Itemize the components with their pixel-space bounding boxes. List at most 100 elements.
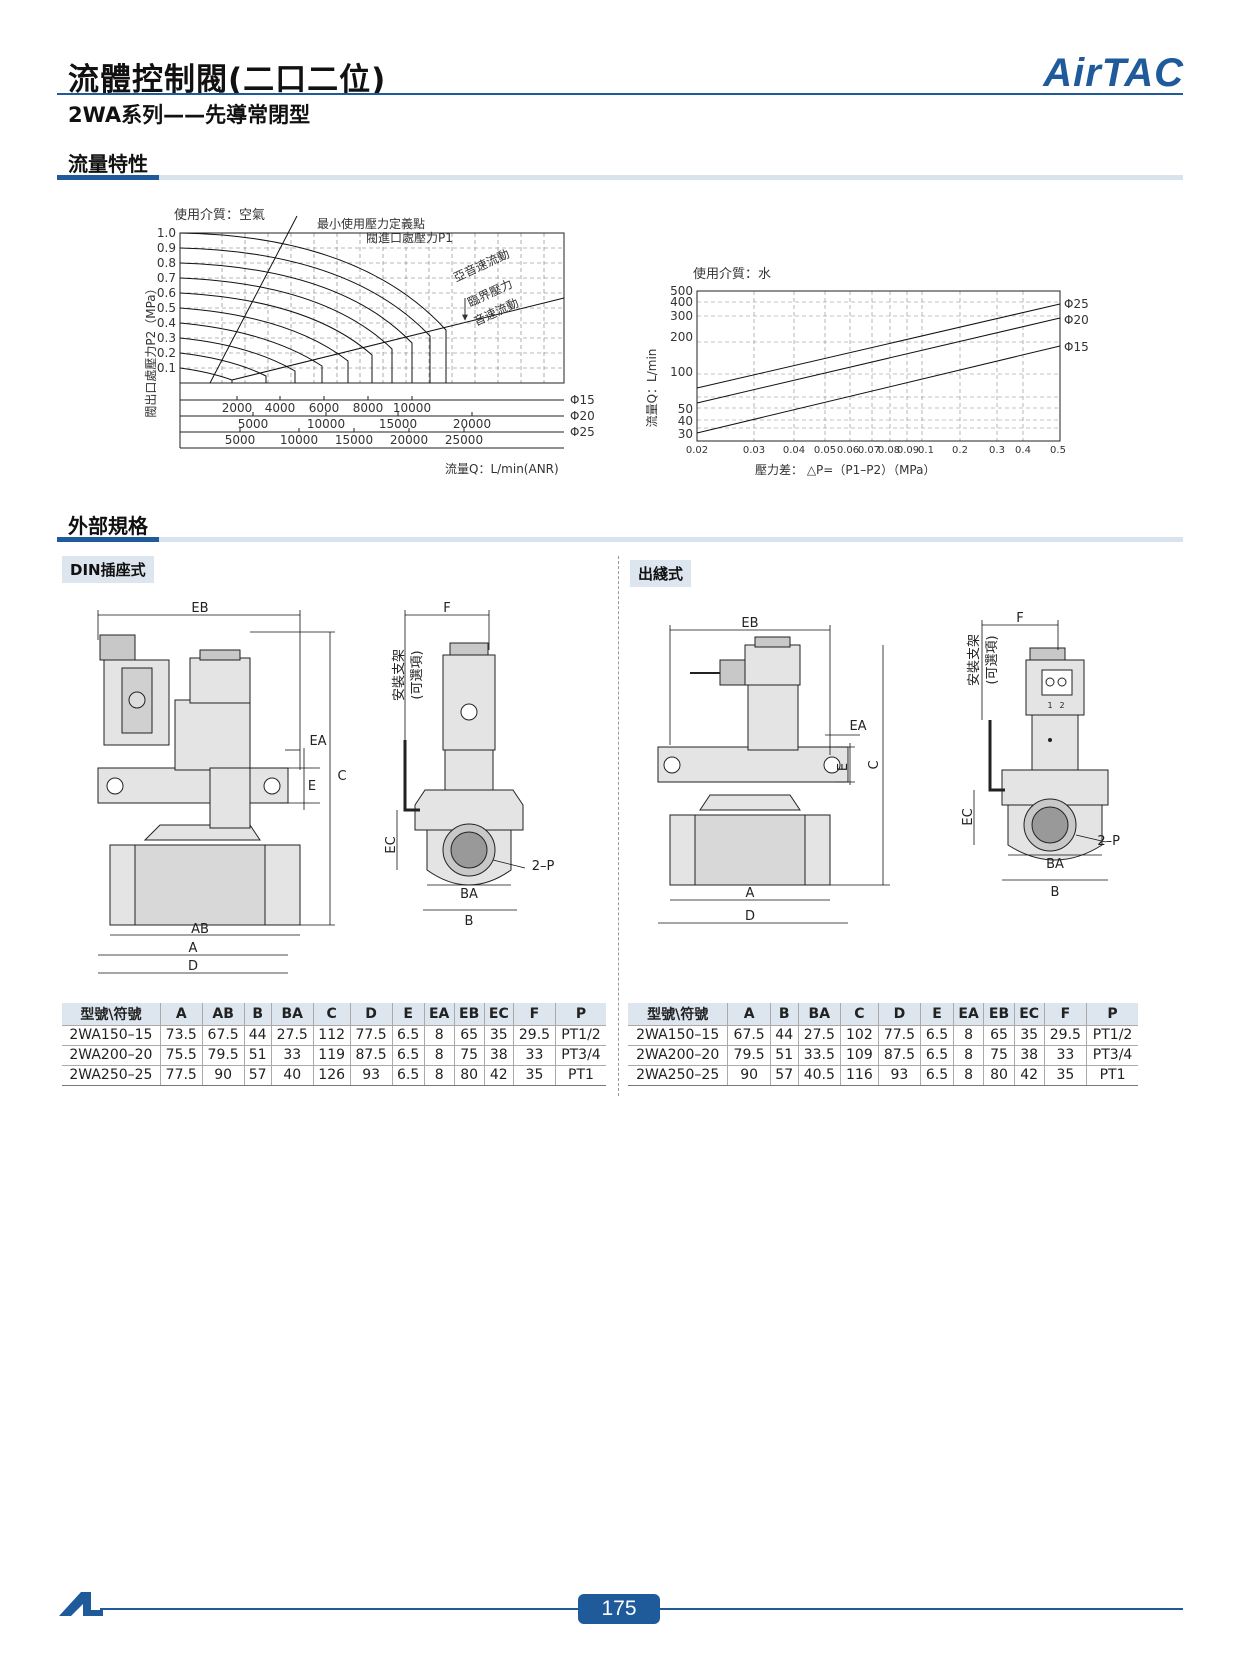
- tag-wire: 出綫式: [630, 560, 692, 587]
- header-rule: [57, 93, 1183, 95]
- min-pressure-line: [209, 215, 298, 384]
- critical-pressure-line: [231, 297, 565, 381]
- scale-name-15: Φ15: [570, 393, 595, 407]
- water-chart-xlabel: 壓力差： △P=（P1–P2）（MPa）: [755, 463, 935, 477]
- table-cell: 51: [770, 1045, 799, 1066]
- p1-curve-0.4: [179, 322, 323, 383]
- footer-logo-icon: [59, 1592, 103, 1616]
- y-tick-30: 30: [678, 427, 693, 441]
- water-chart-y-ticks: 500 400 300 200 100 50 40 30: [670, 284, 693, 441]
- din-dim-a: A: [189, 941, 198, 956]
- p1-curve-0.1: [179, 367, 233, 383]
- wire-dim-ea: EA: [849, 719, 866, 734]
- x-tick-0.09: 0.09: [897, 445, 919, 456]
- wire-dim-eb: EB: [741, 616, 758, 631]
- air-flow-chart: 使用介質：空氣 閥出口處壓力P2（MPa） 1.0 0.9 0.8 0.7 0.…: [144, 207, 595, 476]
- table-cell: 6.5: [920, 1025, 954, 1046]
- table-cell: 73.5: [160, 1025, 203, 1046]
- series-name-20: Φ20: [1064, 313, 1089, 327]
- table-cell: PT3/4: [1086, 1045, 1138, 1066]
- table-cell: 35: [484, 1025, 515, 1046]
- table-cell: 90: [727, 1065, 771, 1086]
- y-tick-1.0: 1.0: [157, 226, 176, 240]
- col-header-c: C: [840, 1003, 879, 1026]
- table-cell: 33: [271, 1045, 314, 1066]
- air-chart-y-ticks: 1.0 0.9 0.8 0.7 0.6 0.5 0.4 0.3 0.2 0.1: [157, 226, 176, 375]
- y-tick-0.3: 0.3: [157, 331, 176, 345]
- water-chart-legend: Φ25 Φ20 Φ15: [1064, 297, 1089, 354]
- din-front-view: EB EA E C AB A D: [97, 601, 347, 974]
- air-chart-grid: [180, 232, 564, 383]
- din-dim-b: B: [465, 914, 474, 929]
- wire-pin-1: 1: [1047, 701, 1052, 710]
- x-tick-0.04: 0.04: [783, 445, 805, 456]
- x-tick-0.08: 0.08: [878, 445, 900, 456]
- table-header-row: 型號\符號 A AB B BA C D E EA EB EC F P: [62, 1003, 606, 1026]
- table-cell: 77.5: [350, 1025, 393, 1046]
- table-cell: 77.5: [160, 1065, 203, 1086]
- table-cell: 6.5: [920, 1045, 954, 1066]
- col-header-ec: EC: [1014, 1003, 1045, 1026]
- annotation-min-pressure: 最小使用壓力定義點: [317, 216, 425, 231]
- table-cell: 35: [1014, 1025, 1045, 1046]
- col-header-e: E: [392, 1003, 425, 1026]
- air-chart-xlabel: 流量Q：L/min(ANR): [445, 462, 559, 476]
- table-row: 2WA200–20 75.5 79.5 51 33 119 87.5 6.5 8…: [62, 1045, 606, 1066]
- brand-logo-text: AirTAC: [1042, 51, 1184, 94]
- air-chart-medium: 使用介質：空氣: [174, 207, 265, 223]
- x-tick-0.06: 0.06: [837, 445, 859, 456]
- table-cell: 93: [878, 1065, 922, 1086]
- table-cell: 29.5: [513, 1025, 556, 1046]
- air-scale-labels: 2000 4000 6000 8000 10000 5000 10000 150…: [222, 401, 491, 447]
- x-tick-0.05: 0.05: [814, 445, 836, 456]
- x-tick-0.3: 0.3: [989, 445, 1005, 456]
- wire-dim-a: A: [746, 886, 755, 901]
- table-cell: 44: [244, 1025, 272, 1046]
- air-scale-ticks: [236, 396, 473, 432]
- table-cell: 6.5: [392, 1025, 425, 1046]
- table-cell: 35: [513, 1065, 556, 1086]
- table-cell: 119: [313, 1045, 351, 1066]
- din-side-view: F EC BA B 2–P 安裝支架 (可選項): [385, 601, 554, 929]
- wire-pin-2: 2: [1059, 701, 1064, 710]
- column-separator: [618, 556, 619, 1096]
- din-spec-table: 型號\符號 A AB B BA C D E EA EB EC F P 2WA15…: [62, 1003, 606, 1086]
- y-tick-0.7: 0.7: [157, 271, 176, 285]
- table-cell: PT1/2: [1086, 1025, 1138, 1046]
- air-chart-scales: [179, 383, 564, 449]
- din-dim-d: D: [188, 959, 198, 974]
- series-name-15: Φ15: [1064, 340, 1089, 354]
- table-cell: 67.5: [727, 1025, 771, 1046]
- table-cell: 2WA200–20: [628, 1045, 729, 1066]
- table-cell: 2WA250–25: [628, 1065, 729, 1086]
- table-cell: 65: [454, 1025, 485, 1046]
- scale25-tick-15000: 15000: [335, 433, 373, 447]
- scale25-tick-25000: 25000: [445, 433, 483, 447]
- x-tick-0.4: 0.4: [1015, 445, 1031, 456]
- table-cell: 87.5: [350, 1045, 393, 1066]
- col-header-b: B: [244, 1003, 272, 1026]
- air-scale-names: Φ15 Φ20 Φ25: [570, 393, 595, 439]
- col-header-d: D: [878, 1003, 922, 1026]
- page-subtitle: 2WA系列——先導常閉型: [68, 103, 311, 127]
- table-cell: 38: [1014, 1045, 1045, 1066]
- col-header-ea: EA: [953, 1003, 985, 1026]
- y-tick-0.9: 0.9: [157, 241, 176, 255]
- water-chart-x-ticks: 0.02 0.03 0.04 0.05 0.06 0.07 0.08 0.09 …: [686, 445, 1066, 456]
- p1-curve-0.2: [179, 352, 267, 383]
- table-cell: 67.5: [202, 1025, 245, 1046]
- wire-dim-e: E: [836, 763, 851, 771]
- table-cell: 8: [953, 1045, 985, 1066]
- x-tick-0.02: 0.02: [686, 445, 708, 456]
- p1-curve-0.5: [179, 307, 349, 383]
- col-header-eb: EB: [454, 1003, 485, 1026]
- table-cell: 38: [484, 1045, 515, 1066]
- col-header-ba: BA: [798, 1003, 842, 1026]
- table-cell: 80: [983, 1065, 1015, 1086]
- din-bracket-label: 安裝支架: [392, 649, 407, 701]
- table-cell: 44: [770, 1025, 799, 1046]
- y-tick-200: 200: [670, 330, 693, 344]
- table-cell: 6.5: [392, 1045, 425, 1066]
- table-cell: 90: [202, 1065, 245, 1086]
- series-line-20: [696, 317, 1061, 404]
